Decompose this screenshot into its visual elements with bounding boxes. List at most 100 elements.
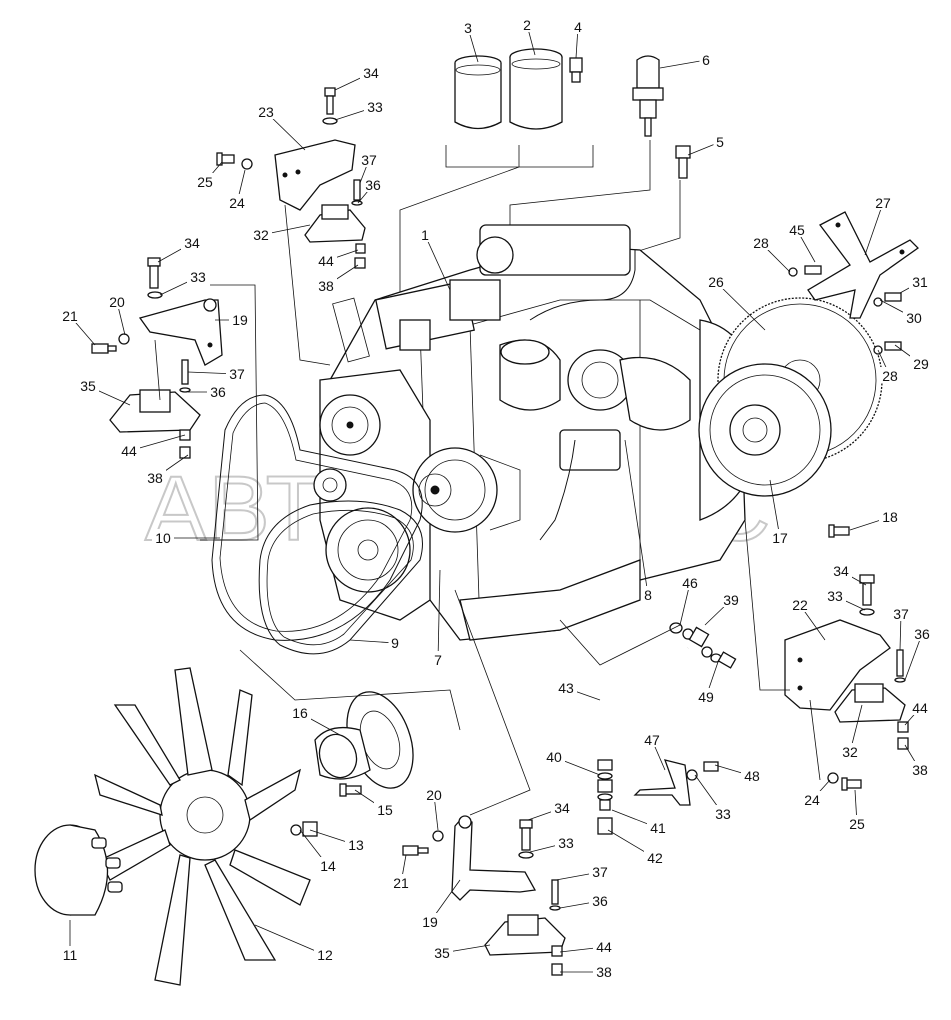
callout-bg-c20b	[423, 786, 445, 802]
flexplate-17	[698, 363, 832, 497]
bolt-34-top	[322, 87, 338, 125]
callout-label-c34b: 34	[184, 235, 200, 251]
bolts-24-25-top	[216, 152, 253, 170]
callout-label-c44c: 44	[912, 700, 928, 716]
callout-label-c10: 10	[155, 530, 171, 546]
bolt-15	[339, 783, 362, 797]
callout-label-c44: 44	[318, 253, 334, 269]
callout-label-c20b: 20	[426, 787, 442, 803]
callout-bg-c37	[358, 151, 380, 167]
callout-label-c33e: 33	[558, 835, 574, 851]
callout-bg-c7	[431, 651, 445, 667]
callout-label-c22: 22	[792, 597, 808, 613]
callout-bg-c2	[520, 16, 534, 32]
callout-label-c36b: 36	[210, 384, 226, 400]
mount-35-bottom	[484, 879, 566, 976]
mount-bracket-23	[274, 139, 356, 211]
leader-line-c27	[864, 202, 884, 256]
callout-label-c49: 49	[698, 689, 714, 705]
callout-label-c23: 23	[258, 104, 274, 120]
callout-label-c28: 28	[753, 235, 769, 251]
callout-label-c20: 20	[109, 294, 125, 310]
callout-bg-c38b	[144, 469, 166, 485]
callout-bg-c34b	[181, 234, 203, 250]
mount-32-right	[834, 649, 909, 750]
clip-47	[633, 759, 691, 806]
callout-bg-c44	[315, 252, 337, 268]
hose-43	[602, 647, 689, 761]
callout-bg-c48	[741, 767, 763, 783]
mount-35-left	[109, 359, 201, 459]
bracket-19-bottom	[451, 815, 537, 901]
callout-label-c7: 7	[434, 652, 442, 668]
callout-bg-c5	[713, 133, 727, 149]
callout-label-c33d: 33	[715, 806, 731, 822]
callout-bg-c19	[229, 311, 251, 327]
bracket-19-left	[138, 298, 223, 366]
callout-label-c2: 2	[523, 17, 531, 33]
callout-bg-c36b	[207, 383, 229, 399]
callout-label-c38b: 38	[147, 470, 163, 486]
callout-label-c41: 41	[650, 820, 666, 836]
callout-bg-c44d	[593, 938, 615, 954]
callout-bg-c13	[345, 836, 367, 852]
callout-label-c38c: 38	[912, 762, 928, 778]
callout-label-c37b: 37	[229, 366, 245, 382]
callout-bg-c30	[903, 309, 925, 325]
callout-label-c14: 14	[320, 858, 336, 874]
callout-label-c12: 12	[317, 947, 333, 963]
callout-bg-c37c	[890, 605, 912, 621]
callout-bg-c3	[461, 19, 475, 35]
callout-label-c34d: 34	[554, 800, 570, 816]
fittings-40-41-42	[597, 759, 613, 835]
bolt-34-right	[859, 574, 875, 616]
callout-label-c33b: 33	[190, 269, 206, 285]
callout-label-c21: 21	[62, 308, 78, 324]
bolt-34-left	[147, 257, 163, 299]
callout-label-c1: 1	[421, 227, 429, 243]
callout-label-c4: 4	[574, 19, 582, 35]
callout-bg-c34d	[551, 799, 573, 815]
callout-label-c33: 33	[367, 99, 383, 115]
callout-bg-c16	[289, 704, 311, 720]
leader-line-c17	[769, 479, 781, 539]
callout-bg-c33e	[555, 834, 577, 850]
bracket-27	[807, 211, 920, 319]
callout-label-c48: 48	[744, 768, 760, 784]
callout-bg-c21	[59, 307, 81, 323]
callout-bg-c4	[571, 18, 585, 34]
filter-3	[454, 55, 502, 130]
callout-label-c24: 24	[229, 195, 245, 211]
callout-label-c5: 5	[716, 134, 724, 150]
callout-bg-c6	[699, 51, 713, 67]
callout-bg-c33b	[187, 268, 209, 284]
callout-bg-c32	[250, 226, 272, 242]
callout-bg-c37d	[589, 863, 611, 879]
callout-bg-c38c	[909, 761, 931, 777]
callout-bg-c36	[362, 176, 384, 192]
callout-bg-c21b	[390, 874, 412, 890]
callout-bg-c8	[641, 586, 655, 602]
callout-label-c35: 35	[80, 378, 96, 394]
leader-line-c36c	[904, 633, 923, 681]
callout-bg-c39	[720, 591, 742, 607]
callout-bg-c23	[255, 103, 277, 119]
callout-bg-c33	[364, 98, 386, 114]
bolts-24-25-right	[827, 772, 862, 791]
spacer-16	[314, 691, 414, 789]
sensor-5	[675, 145, 691, 179]
callout-bg-c38	[315, 277, 337, 293]
callout-label-c45: 45	[789, 222, 805, 238]
washers-14-13	[290, 821, 318, 837]
callout-label-c32b: 32	[842, 744, 858, 760]
callout-label-c28b: 28	[882, 368, 898, 384]
callout-bg-c28	[750, 234, 772, 250]
callout-label-c34c: 34	[833, 563, 849, 579]
callout-bg-c45	[786, 221, 808, 237]
callout-bg-c34	[360, 64, 382, 80]
callout-bg-c47	[641, 731, 663, 747]
callout-label-c11: 11	[63, 947, 78, 963]
callout-label-c26: 26	[708, 274, 724, 290]
leader-line-c8	[624, 439, 649, 596]
